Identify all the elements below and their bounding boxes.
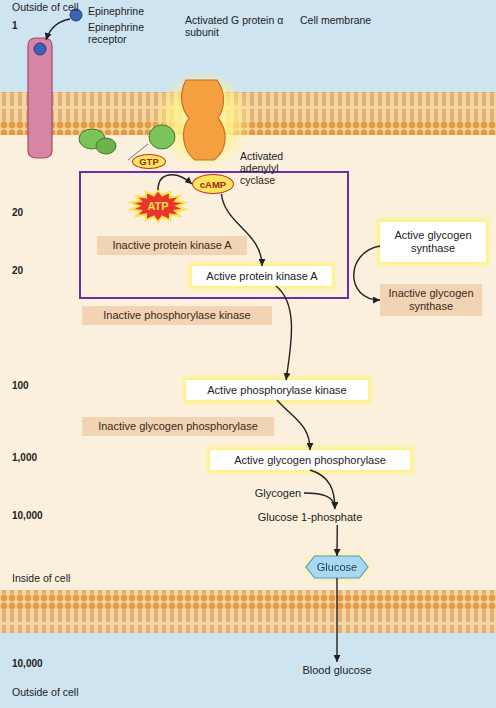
inactive-enzyme-box: Inactive glycogen phosphorylase bbox=[82, 417, 274, 436]
extracellular-region bbox=[0, 0, 496, 95]
node-text: Glucose 1-phosphate bbox=[258, 511, 363, 524]
node-text: cAMP bbox=[200, 178, 226, 191]
callout-number: 1 bbox=[12, 20, 32, 32]
product-text: Blood glucose bbox=[299, 662, 375, 678]
inactive-enzyme-box: Inactive protein kinase A bbox=[97, 236, 247, 255]
highlight-frame bbox=[80, 172, 348, 298]
active-enzyme-box: Active glycogen phosphorylase bbox=[210, 450, 410, 470]
atp-starburst: ATP bbox=[130, 190, 186, 222]
callout-number: 10,000 bbox=[12, 510, 62, 522]
adenylyl-cyclase bbox=[182, 80, 225, 160]
reaction-arrow bbox=[336, 578, 337, 662]
part-label: Cell membrane bbox=[300, 14, 390, 26]
inactive-enzyme-box: Inactive phosphorylase kinase bbox=[82, 306, 272, 325]
reaction-arrow bbox=[336, 525, 338, 556]
reaction-arrow bbox=[221, 194, 262, 266]
extracellular-region bbox=[0, 632, 496, 708]
part-label: Activated adenylyl cyclase bbox=[240, 150, 302, 186]
node-text: Active glycogen phosphorylase bbox=[234, 454, 386, 467]
node-text: Inactive glycogen phosphorylase bbox=[98, 420, 258, 433]
inactive-enzyme-box: Inactive glycogen synthase bbox=[380, 284, 482, 316]
node-text: ATP bbox=[147, 200, 168, 213]
node-text: Active protein kinase A bbox=[206, 270, 317, 283]
hexagon-shape bbox=[306, 556, 368, 578]
node-text: Inactive phosphorylase kinase bbox=[103, 309, 250, 322]
node-text: Glucose bbox=[317, 561, 357, 574]
g-protein-alpha bbox=[149, 125, 175, 149]
glucose-hexagon: Glucose bbox=[306, 556, 368, 578]
active-enzyme-box: Active protein kinase A bbox=[192, 266, 332, 286]
substrate-text: Glycogen bbox=[252, 485, 304, 501]
region-label: Inside of cell bbox=[12, 572, 132, 584]
cytoplasm-region bbox=[0, 95, 496, 595]
region-label: Outside of cell bbox=[12, 686, 132, 698]
product-text: Glucose 1-phosphate bbox=[248, 509, 372, 525]
reaction-arrow bbox=[277, 400, 310, 450]
callout-number: 100 bbox=[12, 380, 52, 392]
gtp-oval: GTP bbox=[132, 154, 166, 169]
node-text: Glycogen bbox=[255, 487, 301, 500]
bound-epinephrine bbox=[34, 43, 46, 55]
camp-oval: cAMP bbox=[192, 174, 234, 194]
node-text: Blood glucose bbox=[302, 664, 371, 677]
node-text: Active glycogen synthase bbox=[386, 229, 480, 255]
reaction-arrow bbox=[310, 470, 335, 509]
callout-number: 10,000 bbox=[12, 658, 62, 670]
part-label: Epinephrine receptor bbox=[88, 21, 152, 45]
node-text: Inactive glycogen synthase bbox=[386, 287, 476, 313]
reaction-arrow bbox=[304, 493, 335, 509]
activation-glow bbox=[153, 70, 253, 170]
reaction-arrow bbox=[158, 175, 192, 190]
reaction-arrow bbox=[354, 246, 380, 300]
cell-membrane bbox=[0, 590, 496, 633]
callout-number: 20 bbox=[12, 207, 52, 219]
cell-membrane-lipids bbox=[0, 590, 496, 633]
part-label: Activated G protein α subunit bbox=[185, 14, 291, 38]
binding-arrow bbox=[46, 19, 70, 40]
callout-number: 1,000 bbox=[12, 452, 52, 464]
node-text: GTP bbox=[139, 155, 159, 168]
node-text: Active phosphorylase kinase bbox=[207, 384, 346, 397]
node-text: Inactive protein kinase A bbox=[112, 239, 231, 252]
part-label: Epinephrine bbox=[88, 5, 168, 17]
epinephrine-receptor bbox=[28, 38, 52, 158]
active-enzyme-box: Active phosphorylase kinase bbox=[186, 380, 368, 400]
reaction-arrow bbox=[276, 286, 292, 380]
active-enzyme-box: Active glycogen synthase bbox=[380, 222, 486, 262]
callout-number: 20 bbox=[12, 265, 52, 277]
starburst-shape bbox=[131, 190, 186, 222]
g-protein-gamma bbox=[96, 138, 116, 154]
